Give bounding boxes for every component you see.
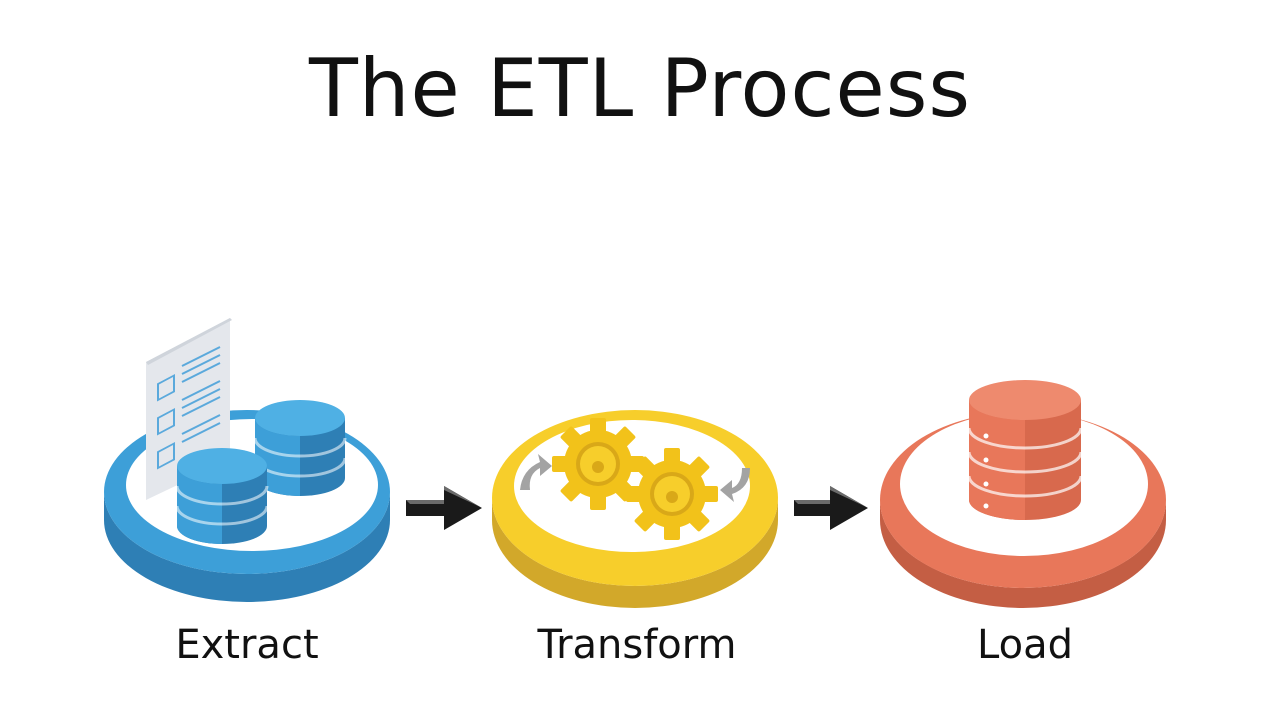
arrow-right-icon <box>794 486 868 530</box>
gears-icon <box>520 418 750 540</box>
stage-label-extract: Extract <box>175 622 319 668</box>
rotate-arrow-icon <box>520 454 552 490</box>
database-with-document-icon <box>146 318 347 546</box>
rotate-arrow-icon <box>720 468 750 502</box>
stage-label-transform: Transform <box>537 622 737 668</box>
extract-stage <box>104 318 390 602</box>
diagram-title: The ETL Process <box>308 42 972 135</box>
transform-stage <box>492 410 778 608</box>
load-stage <box>880 380 1166 608</box>
load-ring-side <box>880 500 1166 608</box>
arrow-right-icon <box>406 486 482 530</box>
database-icon <box>967 380 1083 520</box>
extract-ring-side <box>104 492 390 602</box>
stage-label-load: Load <box>977 622 1073 668</box>
transform-ring-side <box>492 498 778 608</box>
